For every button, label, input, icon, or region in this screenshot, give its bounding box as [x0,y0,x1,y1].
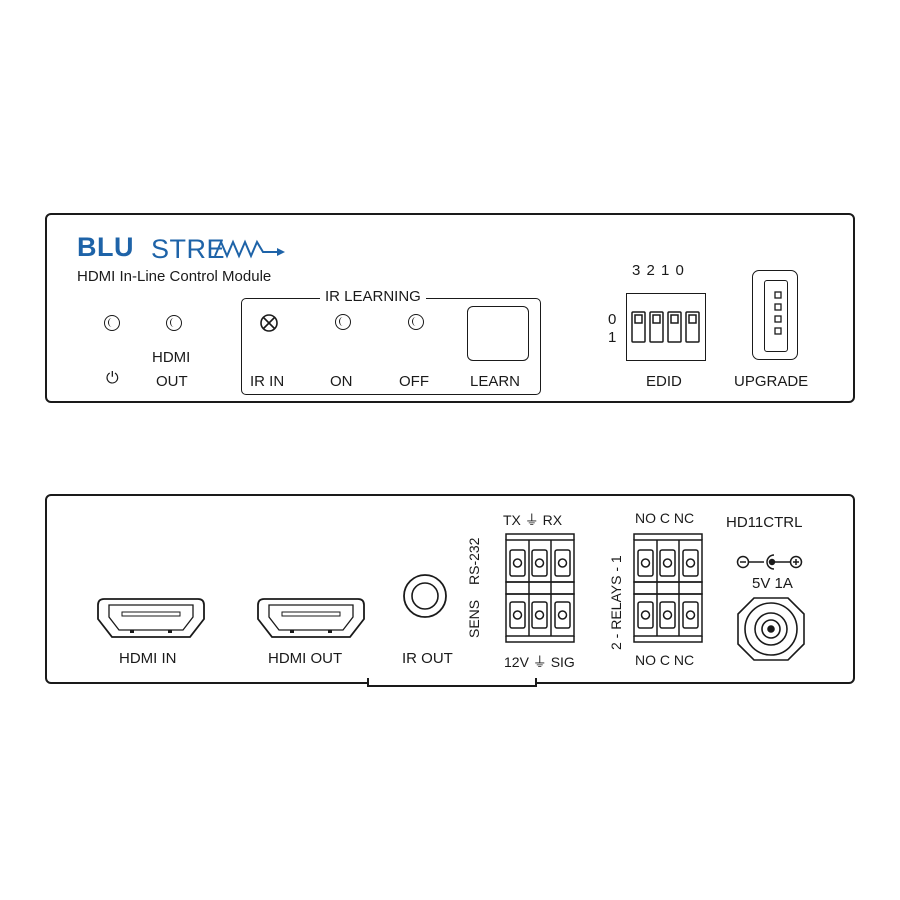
relays-bottom-pin-labels: NO C NC [635,652,695,668]
usb-port-inner [764,280,788,352]
rear-foot-strip [367,678,537,687]
dip-zero-label: 0 [608,311,617,328]
power-symbol: ⏻ [106,370,119,387]
front-panel [45,213,855,403]
brand-bold: BLU [77,232,134,262]
dip-switch-levers-icon [631,311,700,343]
rear-panel [45,494,855,684]
learn-label: LEARN [470,373,521,390]
power-led-icon [104,315,120,331]
hdmi-in-port-icon [97,598,205,638]
sens-pin-labels: 12V ⏚ SIG [504,654,575,670]
sens-side-label: SENS [466,599,482,638]
ir-in-sensor-icon [260,314,278,332]
product-subtitle: HDMI In-Line Control Module [77,268,272,285]
hdmi-out-led-icon [166,315,182,331]
relays-terminal-icon[interactable] [630,530,706,646]
ir-in-label: IR IN [250,373,285,390]
usb-pins-icon [774,291,782,335]
model-number: HD11CTRL [726,514,803,531]
ir-on-label: ON [330,373,353,390]
dip-one-label: 1 [608,329,617,346]
hdmi-in-label: HDMI IN [119,650,177,667]
edid-label: EDID [646,373,682,390]
learn-button[interactable] [467,306,529,361]
dc-polarity-icon [736,554,803,570]
relays-top-pin-labels: NO C NC [635,510,695,526]
ir-off-label: OFF [399,373,429,390]
svg-text:STRE: STRE [151,234,225,264]
upgrade-label: UPGRADE [734,373,809,390]
ir-learning-title: IR LEARNING [320,288,426,305]
edid-dip-numbers: 3 2 1 0 [632,262,685,279]
brand-wave-icon: STRE [151,234,285,264]
usb-upgrade-port[interactable] [752,270,798,360]
hdmi-out-port-label: HDMI OUT [268,650,343,667]
hdmi-out-label-line1: HDMI [152,349,191,366]
hdmi-out-label-line2: OUT [156,373,188,390]
rs232-side-label: RS-232 [466,537,482,585]
brand-logo: BLU [77,232,134,263]
rs232-pin-labels: TX ⏚ RX [503,512,563,528]
ir-off-led-icon [408,314,424,330]
ir-out-jack-icon [403,574,447,618]
dc-power-jack-icon[interactable] [736,596,806,662]
power-rating: 5V 1A [752,575,793,592]
relays-side-label: 2 - RELAYS - 1 [608,555,624,650]
ir-out-label: IR OUT [402,650,453,667]
ir-on-led-icon [335,314,351,330]
hdmi-out-port-icon [257,598,365,638]
edid-dip-switch[interactable] [626,293,706,361]
rs232-sens-terminal-icon[interactable] [502,530,578,646]
